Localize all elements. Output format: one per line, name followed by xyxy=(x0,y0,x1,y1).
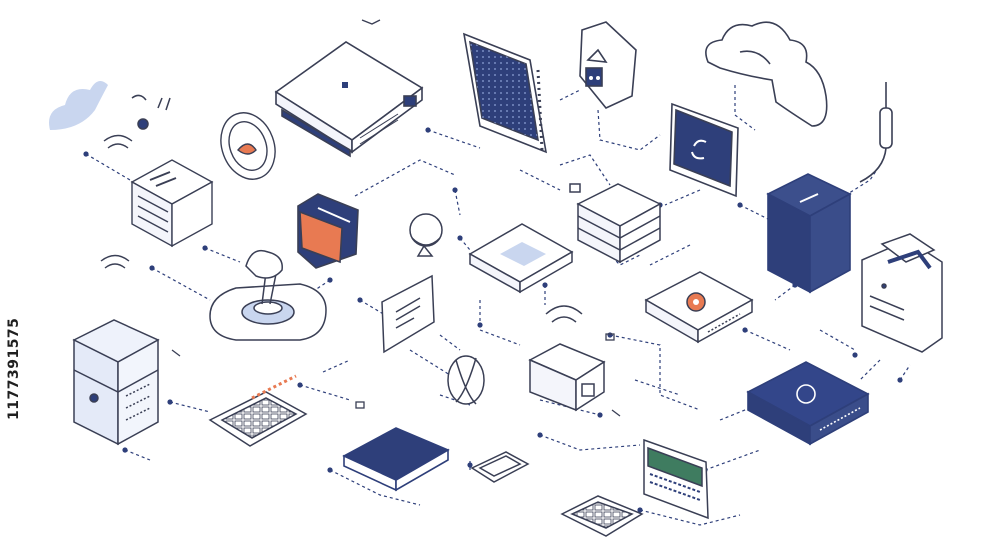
pos-terminal-icon xyxy=(643,438,709,520)
cloud-left-icon xyxy=(49,81,108,130)
network-switch-box-icon xyxy=(130,159,214,248)
smart-plug-wall-icon xyxy=(579,21,637,109)
cloud-right-icon xyxy=(705,21,828,127)
sensor-pad-icon xyxy=(470,451,530,483)
server-appliance-icon xyxy=(274,41,424,158)
monitor-icon xyxy=(381,274,435,354)
iot-controller-icon xyxy=(209,249,327,341)
tablet-device-icon xyxy=(342,427,450,492)
smart-watch-icon xyxy=(447,355,485,405)
security-router-icon xyxy=(644,271,754,344)
keyboard-icon xyxy=(208,374,308,447)
dark-router-icon xyxy=(746,361,870,446)
wifi-hub-icon xyxy=(468,223,574,294)
stock-id-text: 1177391575 xyxy=(6,317,22,421)
media-card-icon xyxy=(297,193,359,269)
nas-tower-icon xyxy=(766,173,852,294)
dome-camera-icon xyxy=(409,213,443,257)
wifi-center-icon xyxy=(545,305,583,323)
nfc-tag-icon xyxy=(220,112,276,180)
antenna-icon xyxy=(859,82,893,183)
storage-rack-icon xyxy=(72,319,160,446)
wifi-left-icon xyxy=(100,134,133,269)
solar-panel-display-icon xyxy=(462,32,548,154)
decorative-bits-icon xyxy=(171,333,621,417)
printer-icon xyxy=(861,233,943,353)
settings-tablet-icon xyxy=(669,102,739,198)
router-stack-icon xyxy=(569,183,662,264)
connector-bits-icon xyxy=(131,19,381,130)
smart-plug-cube-icon xyxy=(528,343,606,412)
mini-keyboard-icon xyxy=(560,495,644,537)
